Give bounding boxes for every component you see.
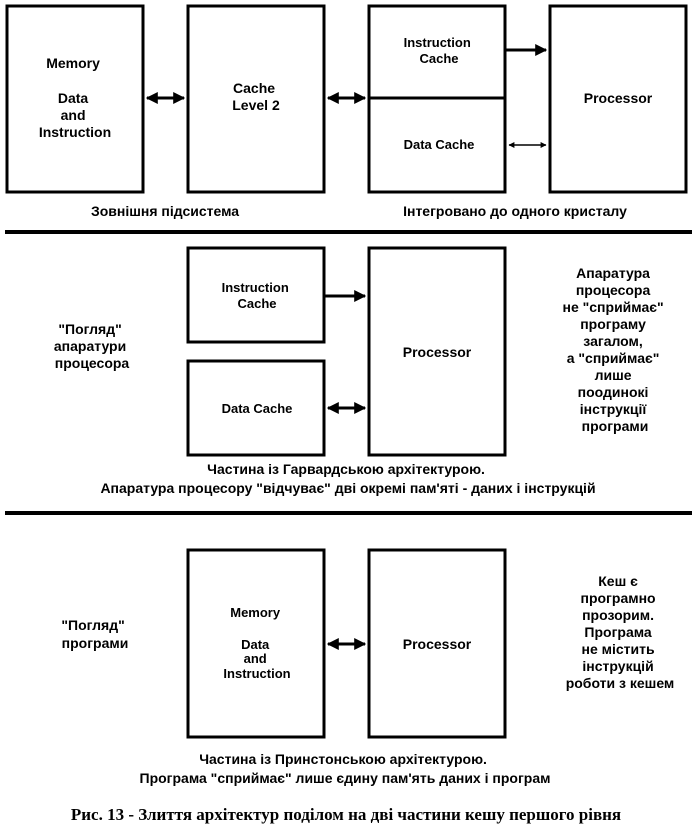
data-cache-label: Data Cache	[404, 137, 475, 152]
processor-label-2: Processor	[403, 344, 472, 360]
external-subsystem-caption: Зовнішня підсистема	[91, 203, 239, 219]
program-note: Кеш є програмно прозорим. Програма не мі…	[566, 573, 675, 691]
processor-label: Processor	[584, 90, 653, 106]
instruction-cache-box	[186, 246, 326, 344]
memory-label-3: Memory Data and Instruction	[223, 605, 290, 681]
princeton-caption: Частина із Принстонською архітектурою. П…	[140, 751, 551, 786]
instruction-cache-label-2: Instruction Cache	[222, 280, 293, 311]
processor-box-2	[367, 246, 507, 457]
processor-label-3: Processor	[403, 636, 472, 652]
figure-caption: Рис. 13 - Злиття архітектур поділом на д…	[71, 805, 621, 824]
processor-box	[548, 4, 688, 194]
processor-box-3	[367, 548, 507, 739]
integrated-caption: Інтегровано до одного кристалу	[403, 203, 627, 219]
cache-level2-box	[186, 4, 326, 194]
cache-level2-label: Cache Level 2	[232, 80, 280, 113]
memory-box-3	[186, 548, 326, 739]
hardware-note: Апаратура процесора не "сприймає" програ…	[563, 265, 668, 434]
instruction-cache-label: Instruction Cache	[404, 35, 475, 66]
memory-box	[5, 4, 145, 194]
program-view-label: "Погляд" програми	[61, 617, 128, 651]
section-1	[5, 4, 688, 194]
memory-label: Memory Data and Instruction	[39, 55, 111, 140]
data-cache-box	[186, 359, 326, 457]
hardware-view-label: "Погляд" апаратури процесора	[54, 321, 130, 371]
data-cache-label-2: Data Cache	[222, 401, 293, 416]
harvard-caption: Частина із Гарвардською архітектурою. Ап…	[100, 461, 595, 496]
